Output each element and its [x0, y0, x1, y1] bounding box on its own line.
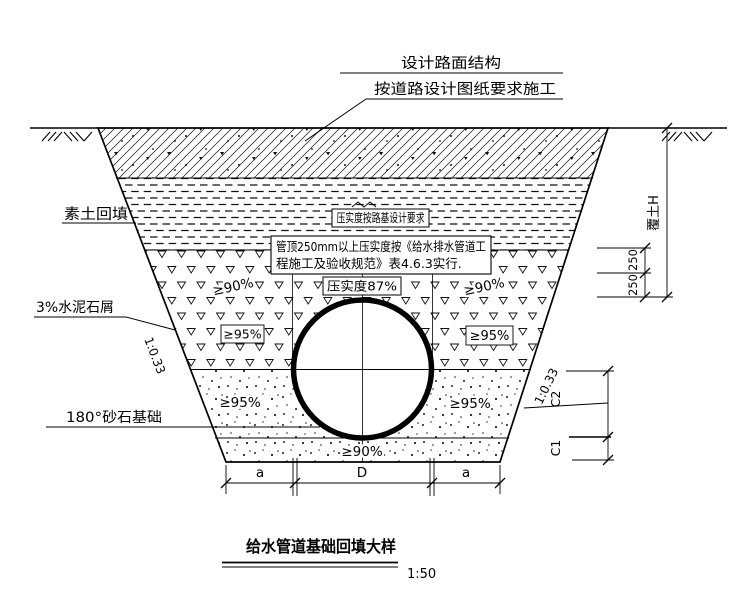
dim-a-right: a: [462, 465, 470, 481]
pipe-crown-spec-line2: 程施工及验收规范》表4.6.3实行.: [276, 256, 462, 271]
c-dimensions: C2 C1: [523, 365, 614, 466]
dim-a-left: a: [256, 465, 264, 481]
roadbed-compaction-label: 压实度按路基设计要求: [337, 210, 425, 225]
break-mark: [351, 201, 377, 208]
compaction-87-box: 压实度87%: [322, 276, 402, 296]
compaction-87-label: 压实度87%: [327, 279, 397, 294]
pavement-note-leader: [304, 98, 367, 142]
dimension-ticks-bottom: [220, 477, 506, 489]
ground-hatch-right: [661, 131, 713, 142]
plain-soil-label: 素土回填: [64, 206, 128, 223]
cement-chips-label: 3%水泥石屑: [36, 300, 114, 316]
dim-250-upper: 250: [626, 249, 640, 271]
pavement-note: 设计路面结构 按道路设计图纸要求施工: [304, 55, 563, 142]
compaction-95-box-left: ≥95%: [220, 324, 265, 344]
trench-outline: [96, 127, 610, 463]
compaction-sand-left: ≥95%: [219, 395, 260, 411]
compaction-95-left-label: ≥95%: [223, 327, 261, 342]
left-labels: 素土回填 3%水泥石屑 180°砂石基础: [34, 206, 320, 428]
cover-height-dimension: 覆土H 250 250: [597, 122, 673, 303]
dim-250-lower: 250: [626, 274, 640, 296]
drawing-title: 给水管道基础回填大样: [246, 537, 396, 556]
bedding-180-label: 180°砂石基础: [66, 409, 162, 426]
dim-c1: C1: [548, 440, 563, 457]
pavement-layer-specks: [98, 128, 608, 178]
pavement-note-line2: 按道路设计图纸要求施工: [374, 81, 556, 98]
dim-c2: C2: [548, 391, 563, 408]
dimension-ticks-upper: [639, 122, 673, 303]
compaction-sand-bottom: ≥90%: [341, 444, 382, 460]
pipe-crown-spec-line1: 管顶250mm以上压实度按《给水排水管道工: [276, 239, 486, 254]
compaction-95-box-right: ≥95%: [465, 325, 514, 346]
dimension-ticks-lower: [602, 365, 614, 466]
title-block: 给水管道基础回填大样 1:50: [222, 537, 436, 582]
pipe-crown-spec-box: 管顶250mm以上压实度按《给水排水管道工 程施工及验收规范》表4.6.3实行.: [270, 235, 492, 275]
bottom-width-dimension: a D a: [220, 458, 506, 496]
pavement-note-line1: 设计路面结构: [401, 55, 501, 72]
drawing-scale: 1:50: [407, 567, 436, 582]
roadbed-compaction-box: 压实度按路基设计要求: [331, 201, 430, 228]
slope-ratio-left: 1:0.33: [141, 335, 168, 376]
cover-height-label: 覆土H: [647, 195, 662, 231]
dim-d: D: [357, 465, 367, 481]
compaction-sand-right: ≥95%: [449, 396, 490, 412]
ground-hatch-left: [41, 131, 93, 142]
compaction-95-right-label: ≥95%: [470, 329, 510, 344]
